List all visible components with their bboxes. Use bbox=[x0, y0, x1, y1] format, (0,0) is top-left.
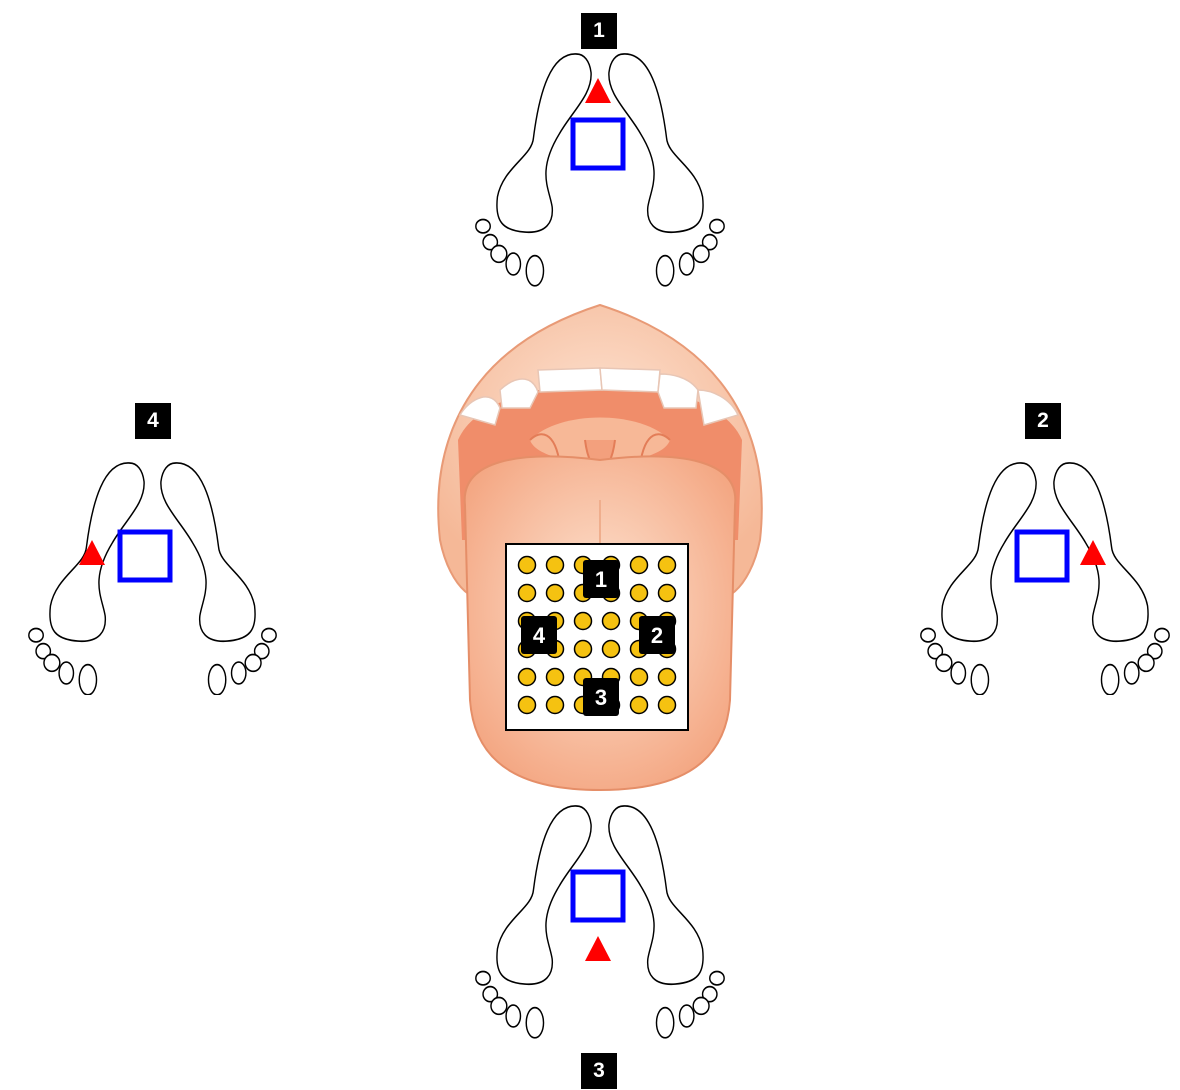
electrode-dot bbox=[545, 555, 565, 575]
electrode-dot bbox=[517, 555, 537, 575]
direction-triangle bbox=[1080, 540, 1106, 565]
electrode-dot bbox=[573, 611, 593, 631]
feet-panel-top bbox=[474, 53, 726, 287]
feet-panel-left bbox=[28, 462, 278, 695]
array-label-text: 3 bbox=[595, 685, 607, 710]
electrode-dot bbox=[629, 555, 649, 575]
panel-label-3: 3 bbox=[581, 1053, 617, 1089]
electrode-dot bbox=[629, 695, 649, 715]
array-label-3: 3 bbox=[583, 678, 619, 716]
direction-triangle bbox=[585, 936, 611, 961]
feet-panel-bottom bbox=[474, 805, 726, 1039]
electrode-dot bbox=[517, 695, 537, 715]
array-label-text: 2 bbox=[651, 623, 663, 648]
right-foot bbox=[160, 462, 278, 695]
array-label-4: 4 bbox=[521, 616, 557, 654]
electrode-array: 1 2 3 4 bbox=[505, 543, 689, 731]
electrode-dot bbox=[573, 639, 593, 659]
electrode-dot bbox=[629, 667, 649, 687]
electrode-dot bbox=[629, 583, 649, 603]
electrode-dot bbox=[517, 667, 537, 687]
direction-triangle bbox=[585, 78, 611, 103]
array-label-text: 4 bbox=[533, 623, 546, 648]
standing-square bbox=[1014, 529, 1070, 583]
direction-triangle bbox=[79, 540, 105, 565]
electrode-dot bbox=[545, 583, 565, 603]
electrode-dot bbox=[657, 695, 677, 715]
electrode-dot bbox=[657, 667, 677, 687]
electrode-dot bbox=[657, 555, 677, 575]
feet-panel-right bbox=[920, 462, 1171, 695]
panel-label-4: 4 bbox=[135, 403, 171, 439]
array-label-2: 2 bbox=[639, 616, 675, 654]
right-foot bbox=[608, 805, 726, 1039]
electrode-dot bbox=[657, 583, 677, 603]
right-foot bbox=[608, 53, 726, 287]
panel-label-1: 1 bbox=[581, 13, 617, 49]
electrode-dot bbox=[545, 667, 565, 687]
electrode-dot bbox=[601, 639, 621, 659]
array-label-1: 1 bbox=[583, 560, 619, 598]
standing-square bbox=[117, 529, 173, 583]
electrode-dot bbox=[545, 695, 565, 715]
electrode-dot bbox=[601, 611, 621, 631]
panel-label-2: 2 bbox=[1025, 403, 1061, 439]
standing-square bbox=[570, 869, 626, 923]
right-foot bbox=[1053, 462, 1171, 695]
array-label-text: 1 bbox=[595, 567, 607, 592]
electrode-dot bbox=[517, 583, 537, 603]
upper-teeth bbox=[458, 367, 740, 426]
standing-square bbox=[570, 117, 626, 171]
